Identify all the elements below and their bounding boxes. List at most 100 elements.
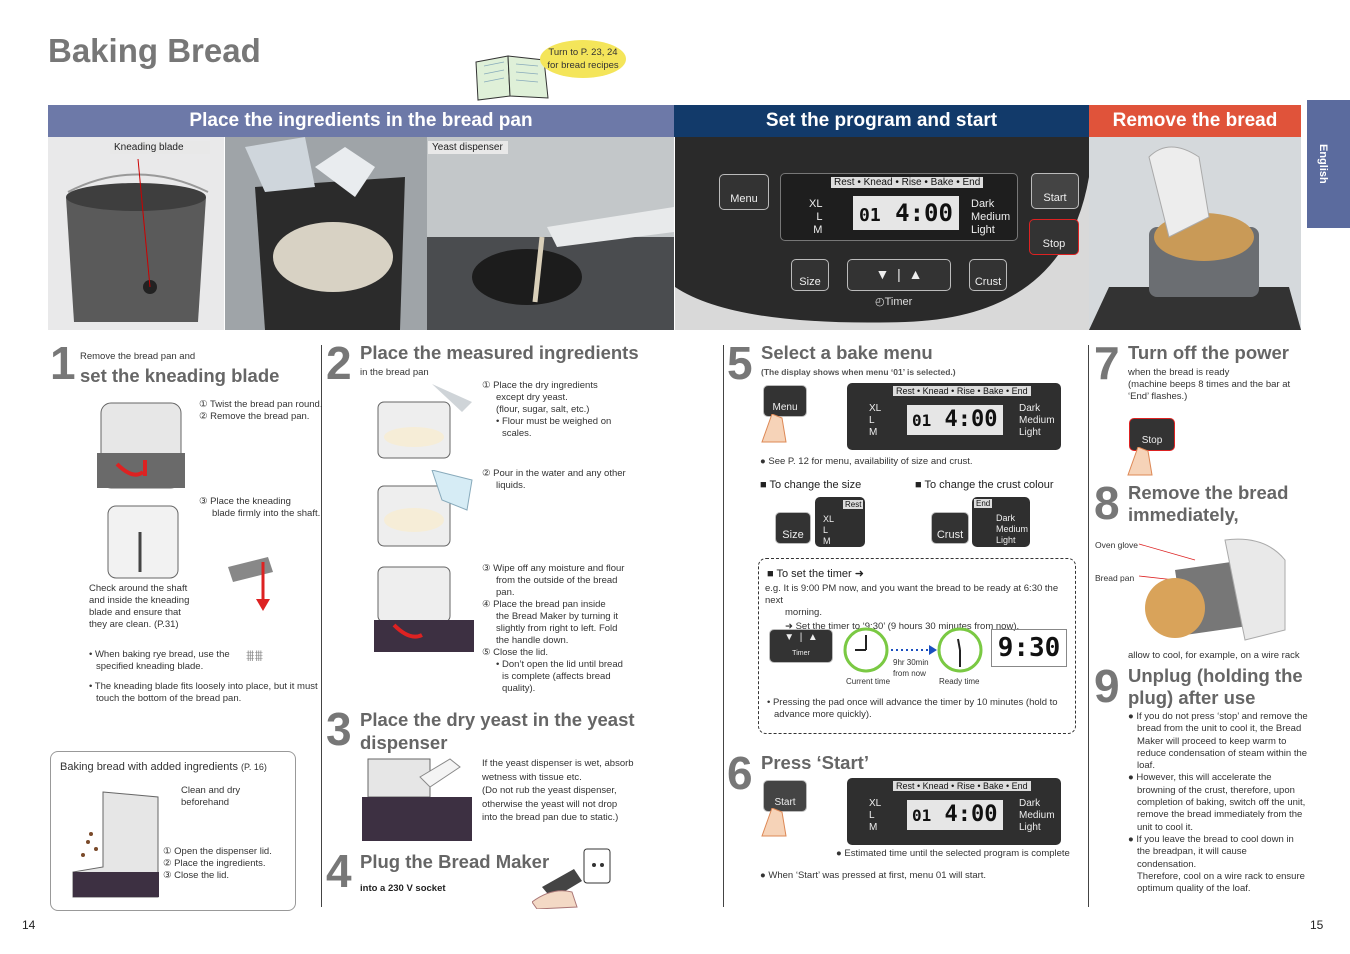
stop-button[interactable]: Stop bbox=[1029, 219, 1079, 255]
step6-start-button[interactable]: Start bbox=[763, 780, 807, 812]
added-ingredients-box: Baking bread with added ingredients (P. … bbox=[50, 751, 296, 911]
start-button[interactable]: Start bbox=[1031, 173, 1079, 209]
flour-photo bbox=[245, 137, 405, 330]
timer-arrow-buttons[interactable]: ▼ | ▲Timer bbox=[769, 629, 833, 663]
ready-time-label: Ready time bbox=[939, 677, 980, 686]
band-program: Set the program and start bbox=[674, 105, 1089, 137]
step7-text: when the bread is ready(machine beeps 8 … bbox=[1128, 367, 1291, 402]
box-title: Baking bread with added ingredients (P. … bbox=[60, 761, 267, 773]
timer-buttons[interactable]: ▼ | ▲ bbox=[847, 259, 951, 291]
change-size-title: ■ To change the size bbox=[760, 479, 862, 491]
bread-out-illustration bbox=[1138, 538, 1286, 641]
step1-a: ① Twist the bread pan round. bbox=[199, 399, 323, 410]
step4-heading: Plug the Bread Maker bbox=[360, 851, 550, 872]
display-digits: 01 4:00 bbox=[853, 196, 959, 230]
step-number-1: 1 bbox=[50, 337, 76, 389]
band-ingredients: Place the ingredients in the bread pan bbox=[48, 105, 674, 137]
column-divider bbox=[723, 345, 724, 907]
yeast-illustration bbox=[362, 758, 472, 841]
step1-heading: set the kneading blade bbox=[80, 365, 280, 386]
timer-box: ■ To set the timer ➜ e.g. It is 9:00 PM … bbox=[758, 558, 1076, 734]
step1-pre: Remove the bread pan and bbox=[80, 351, 196, 362]
step6-estimate: ● Estimated time until the selected prog… bbox=[836, 848, 1070, 859]
yeast-dispenser-label: Yeast dispenser bbox=[428, 141, 508, 154]
phase-bar: Rest • Knead • Rise • Bake • End bbox=[831, 177, 984, 188]
step5-note: ● See P. 12 for menu, availability of si… bbox=[760, 456, 973, 467]
step9-text: ● If you do not press ‘stop’ and remove … bbox=[1128, 711, 1308, 895]
step-number-4: 4 bbox=[326, 845, 352, 897]
pan-twist-illustration bbox=[97, 402, 185, 489]
finger-press-icon-2 bbox=[761, 808, 787, 837]
plug-socket-icon bbox=[532, 848, 611, 909]
dry-ingredients-illustration bbox=[377, 384, 472, 459]
dotted-arrow bbox=[891, 645, 937, 655]
photo-pouring-flour bbox=[225, 137, 427, 330]
step4-sub: into a 230 V socket bbox=[360, 883, 446, 894]
photo-yeast-dispenser bbox=[427, 137, 674, 330]
box-steps: ① Open the dispenser lid.② Place the ing… bbox=[163, 846, 272, 881]
step5-heading: Select a bake menu bbox=[761, 342, 933, 363]
step7-stop-button[interactable]: Stop bbox=[1129, 418, 1175, 451]
kneading-blade-label: Kneading blade bbox=[110, 141, 210, 154]
control-panel-photo: Menu Rest • Knead • Rise • Bake • End XL… bbox=[675, 137, 1089, 330]
recipe-book-icon bbox=[475, 55, 549, 101]
recipe-reference-bubble: Turn to P. 23, 24 for bread recipes bbox=[540, 40, 626, 78]
change-crust-title: ■ To change the crust colour bbox=[915, 479, 1054, 491]
step-number-8: 8 bbox=[1094, 477, 1120, 529]
size-button-small[interactable]: Size bbox=[775, 512, 811, 544]
rye-blade-icon: ⩩⩩ bbox=[246, 648, 264, 665]
finger-press-icon-3 bbox=[1127, 447, 1153, 476]
step-number-9: 9 bbox=[1094, 660, 1120, 712]
step2-heading: Place the measured ingredients bbox=[360, 342, 639, 363]
step-number-6: 6 bbox=[727, 747, 753, 799]
column-divider bbox=[321, 345, 322, 907]
step8-cool: allow to cool, for example, on a wire ra… bbox=[1128, 650, 1300, 661]
insert-pan-illustration bbox=[374, 566, 474, 652]
timer-title: ■ To set the timer ➜ bbox=[767, 568, 864, 580]
band-remove: Remove the bread bbox=[1089, 105, 1301, 137]
photo-removing-bread bbox=[1089, 137, 1301, 330]
crust-button-small[interactable]: Crust bbox=[931, 512, 969, 544]
page-title: Baking Bread bbox=[48, 32, 261, 69]
step5-menu-button[interactable]: Menu bbox=[763, 385, 807, 417]
timer-readout: 9:30 bbox=[991, 629, 1067, 667]
step-number-5: 5 bbox=[727, 337, 753, 389]
blade-shaft-illustration bbox=[228, 557, 273, 611]
step-number-3: 3 bbox=[326, 703, 352, 755]
oven-glove-label: Oven glove bbox=[1095, 540, 1138, 550]
column-divider bbox=[1088, 345, 1089, 907]
timer-label: ◴Timer bbox=[875, 296, 913, 308]
bread-pan-photo bbox=[66, 158, 209, 322]
language-tab: English bbox=[1307, 100, 1350, 228]
crust-button[interactable]: Crust bbox=[969, 259, 1007, 291]
menu-button[interactable]: Menu bbox=[719, 174, 769, 210]
ready-time-clock-icon bbox=[937, 627, 983, 673]
timer-press-note: • Pressing the pad once will advance the… bbox=[767, 697, 1058, 720]
step-number-2: 2 bbox=[326, 337, 352, 389]
dispenser-illustration bbox=[72, 791, 159, 898]
current-time-clock-icon bbox=[843, 627, 889, 673]
pour-water-illustration bbox=[377, 470, 473, 547]
yeast-photo bbox=[427, 207, 674, 330]
step7-heading: Turn off the power bbox=[1128, 342, 1289, 363]
size-button[interactable]: Size bbox=[791, 259, 829, 291]
photo-bread-pan bbox=[48, 137, 224, 330]
step6-heading: Press ‘Start’ bbox=[761, 752, 869, 773]
step1-fit: • The kneading blade fits loosely into p… bbox=[89, 681, 318, 704]
page-number-left: 14 bbox=[22, 918, 36, 932]
